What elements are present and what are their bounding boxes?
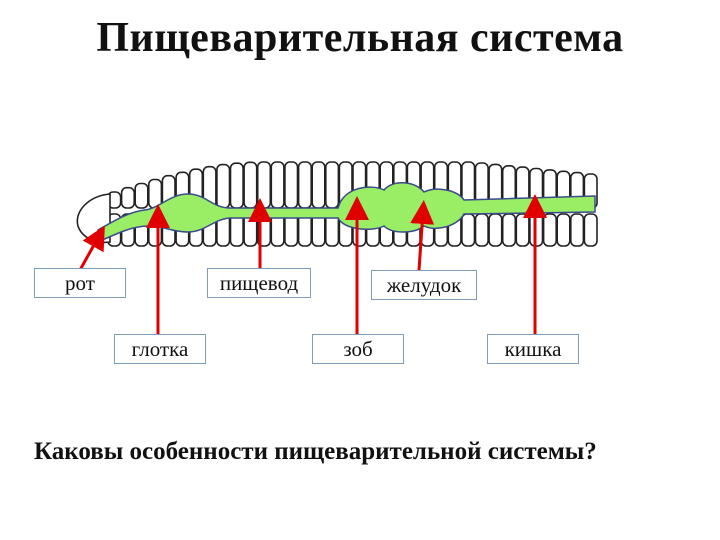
body-segment-upper — [284, 161, 299, 209]
body-segment-upper — [216, 163, 231, 209]
body-segment-upper — [243, 161, 258, 209]
body-segment-lower — [556, 213, 571, 247]
body-segment-lower — [297, 213, 313, 247]
body-segment-upper — [324, 161, 340, 209]
body-segment-upper — [120, 186, 135, 209]
body-segment-upper — [256, 161, 272, 209]
label-pharynx: глотка — [114, 334, 206, 364]
body-segment-upper — [297, 161, 313, 209]
question-text: Каковы особенности пищеварительной систе… — [34, 438, 597, 465]
body-segment-lower — [501, 213, 517, 247]
label-mouth: рот — [34, 268, 126, 298]
arrow-stomach — [410, 200, 435, 271]
body-segment-lower — [461, 213, 476, 247]
body-segment-lower — [542, 213, 557, 247]
body-segment-lower — [488, 213, 503, 247]
label-stomach: желудок — [371, 270, 477, 300]
body-segment-lower — [515, 213, 530, 247]
label-esophagus: пищевод — [207, 268, 311, 298]
body-segment-lower — [474, 213, 489, 247]
body-segment-upper — [134, 182, 149, 209]
body-segment-lower — [229, 213, 244, 247]
body-segment-lower — [569, 213, 585, 247]
label-arrows — [78, 194, 547, 334]
body-segment-lower — [284, 213, 299, 247]
label-crop: зоб — [312, 334, 404, 364]
body-segment-lower — [270, 213, 285, 247]
body-segment-upper — [229, 162, 244, 209]
body-segment-lower — [243, 213, 258, 247]
arrow-mouth — [78, 225, 105, 271]
body-segment-upper — [311, 161, 326, 209]
body-segment-lower — [583, 213, 598, 247]
page-title: Пищеварительная система — [96, 15, 624, 61]
body-segment-upper — [270, 161, 285, 209]
body-segment-lower — [324, 213, 340, 247]
body-segment-lower — [311, 213, 326, 247]
label-intestine: кишка — [487, 334, 579, 364]
